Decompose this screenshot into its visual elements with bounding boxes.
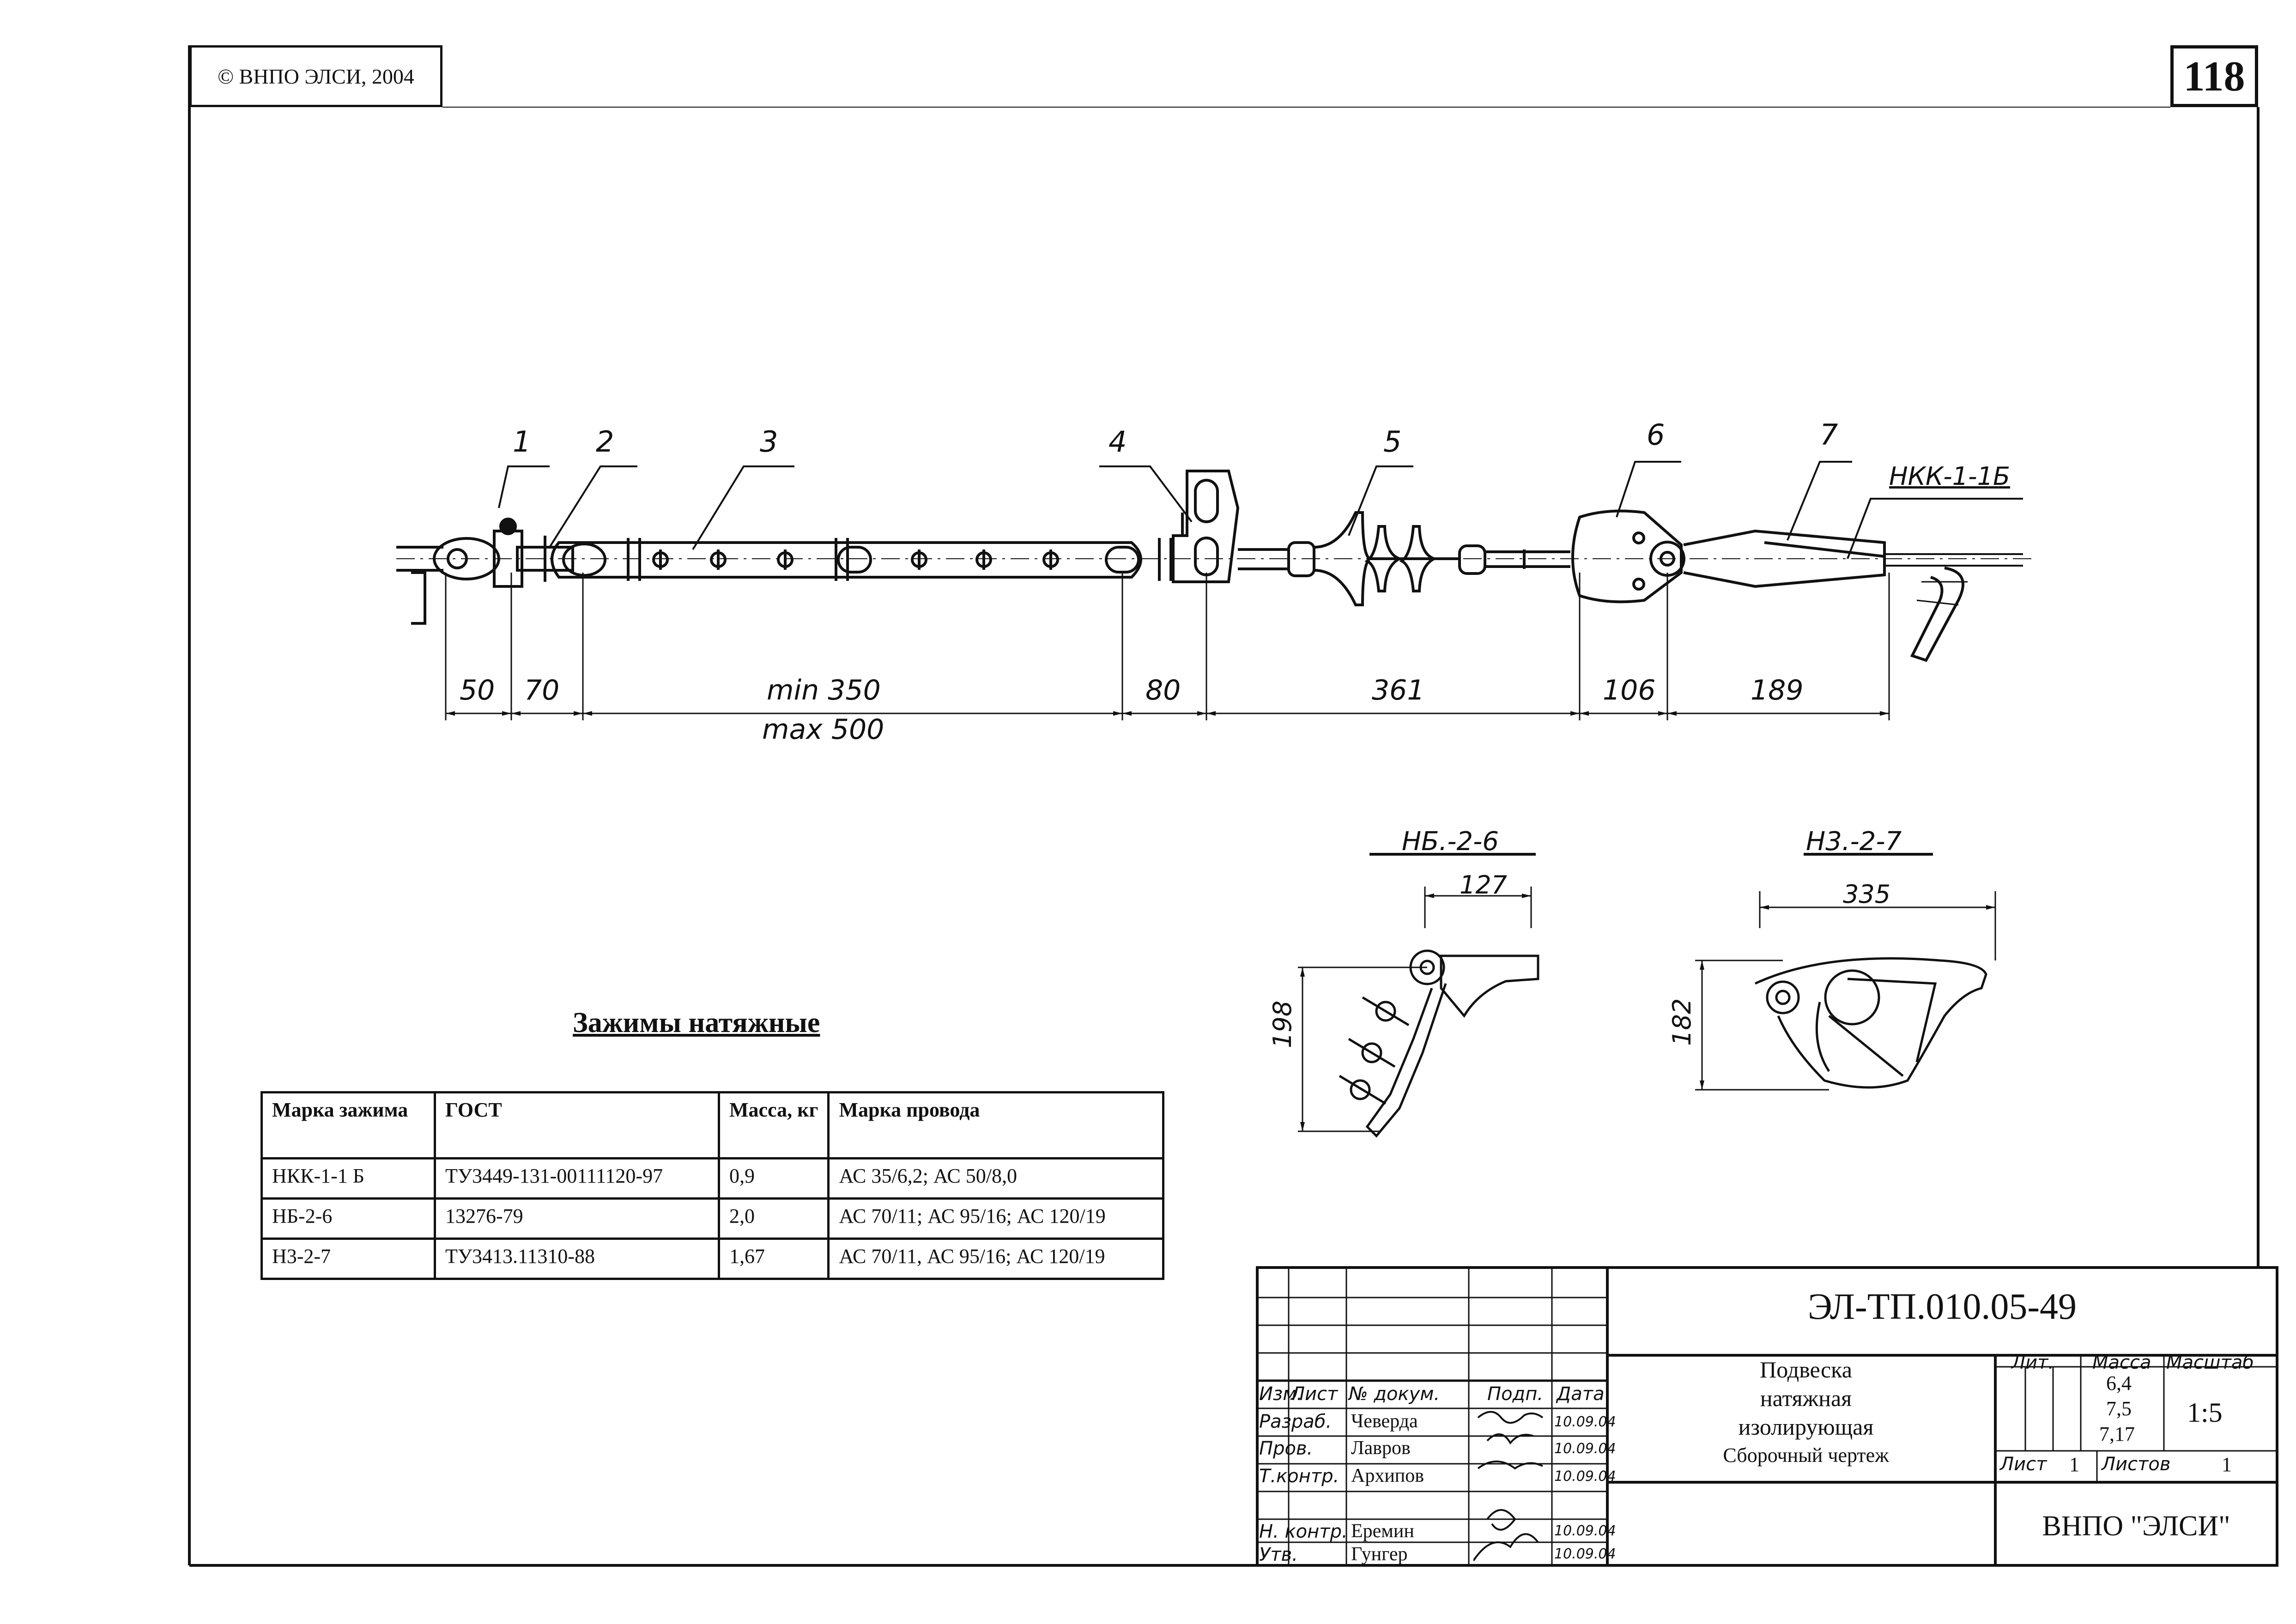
part-leaders [498, 461, 2023, 559]
part-4-double-plate [1172, 470, 1240, 583]
detail-nb-height: 198 [1268, 1000, 1297, 1048]
cell-gost: 13276-79 [434, 1197, 720, 1240]
detail-nz-height: 182 [1667, 998, 1696, 1046]
document-code: ЭЛ-ТП.010.05-49 [1808, 1286, 2077, 1327]
detail-nb-label: НБ.-2-6 [1402, 827, 1499, 857]
detail-nz-width: 335 [1843, 880, 1891, 909]
clamps-table: Марка зажима ГОСТ Масса, кг Марка провод… [260, 1091, 1165, 1280]
col-header-wire: Марка провода [827, 1091, 1165, 1159]
part-label-5: 5 [1383, 425, 1402, 459]
tb-scale-label: Масштаб [2166, 1352, 2254, 1373]
cell-clamp-type: НКК-1-1 Б [260, 1157, 436, 1200]
clamps-table-title: Зажимы натяжные [573, 1007, 820, 1038]
tb-mass-2: 7,5 [2106, 1397, 2132, 1420]
detail-nz-label: Н3.-2-7 [1806, 827, 1902, 857]
detail-nb-width: 127 [1460, 870, 1508, 900]
tb-role-tkontr: Т.контр. [1259, 1466, 1339, 1487]
tb-mass-3: 7,17 [2099, 1423, 2135, 1445]
col-header-gost: ГОСТ [434, 1091, 720, 1159]
tb-date-nkontr: 10.09.04 [1554, 1523, 1616, 1539]
dim-min: min 350 [767, 674, 881, 706]
title-line-4: Сборочный чертеж [1723, 1444, 1889, 1467]
cell-gost: ТУ3449-131-00111120-97 [434, 1157, 720, 1200]
table-row: НБ-2-6 13276-79 2,0 АС 70/11; АС 95/16; … [260, 1197, 1165, 1240]
cell-clamp-type: НБ-2-6 [260, 1197, 436, 1240]
dim-max: max 500 [762, 713, 884, 746]
tb-name-tkontr: Архипов [1351, 1465, 1424, 1486]
part-3-adjusting-plate [551, 538, 1172, 581]
part-label-1: 1 [513, 425, 531, 459]
cell-wire: АС 70/11, АС 95/16; АС 120/19 [827, 1238, 1165, 1280]
part-label-6: 6 [1647, 418, 1665, 452]
tb-date-tkontr: 10.09.04 [1554, 1468, 1616, 1485]
part-label-2: 2 [596, 425, 614, 459]
tb-name-nkontr: Еремин [1351, 1521, 1414, 1542]
tb-role-razrab: Разраб. [1259, 1411, 1332, 1432]
detail-nz-drawing [1695, 853, 1996, 1091]
table-row: Н3-2-7 ТУ3413.11310-88 1,67 АС 70/11, АС… [260, 1238, 1165, 1280]
tb-name-prov: Лавров [1351, 1437, 1411, 1459]
dim-70: 70 [524, 674, 560, 706]
tb-header-list: Лист [1291, 1383, 1338, 1405]
part-label-7: 7 [1820, 418, 1838, 452]
tb-name-razrab: Чеверда [1351, 1411, 1418, 1432]
cell-gost: ТУ3413.11310-88 [434, 1238, 720, 1280]
col-header-clamp-type: Марка зажима [260, 1091, 436, 1159]
tb-date-prov: 10.09.04 [1554, 1441, 1616, 1457]
part-7-wedge-clamp [1683, 529, 2023, 662]
col-header-mass: Масса, кг [717, 1091, 830, 1159]
tb-sheet-value: 1 [2069, 1453, 2079, 1476]
table-row: НКК-1-1 Б ТУ3449-131-00111120-97 0,9 АС … [260, 1157, 1165, 1200]
tb-date-utv: 10.09.04 [1554, 1546, 1616, 1562]
tb-sheet-label: Лист [2000, 1454, 2047, 1475]
tb-header-doc: № докум. [1349, 1383, 1440, 1405]
dim-361: 361 [1372, 674, 1425, 706]
tb-lit-label: Лит. [2011, 1352, 2054, 1373]
part-5-insulator [1238, 511, 1570, 606]
cell-wire: АС 70/11; АС 95/16; АС 120/19 [827, 1197, 1165, 1240]
tb-role-utv: Утв. [1259, 1544, 1298, 1565]
tb-date-razrab: 10.09.04 [1554, 1414, 1616, 1430]
part-1-shackle [433, 518, 523, 588]
main-dimensions [445, 573, 1890, 720]
title-block-grid [1257, 1268, 1607, 1565]
tb-sheets-value: 1 [2222, 1453, 2232, 1476]
dim-106: 106 [1603, 674, 1656, 706]
title-line-2: натяжная [1760, 1385, 1852, 1411]
detail-nb-drawing [1298, 853, 1539, 1138]
dim-189: 189 [1751, 674, 1804, 706]
dim-80: 80 [1145, 674, 1181, 706]
title-line-3: изолирующая [1738, 1414, 1874, 1440]
cell-mass: 1,67 [717, 1238, 830, 1280]
cell-wire: АС 35/6,2; АС 50/8,0 [827, 1157, 1165, 1200]
sheet-number: 118 [2170, 45, 2258, 107]
wire-label: НКК-1-1Б [1889, 462, 2011, 491]
part-label-4: 4 [1109, 425, 1127, 459]
tb-mass-label: Масса [2092, 1352, 2151, 1373]
cell-clamp-type: Н3-2-7 [260, 1238, 436, 1280]
signatures-scribble [1473, 1411, 1544, 1562]
organization-name: ВНПО "ЭЛСИ" [2042, 1510, 2230, 1542]
tb-mass-1: 6,4 [2106, 1372, 2132, 1395]
title-line-1: Подвеска [1760, 1357, 1852, 1383]
main-assembly-drawing [396, 470, 2032, 662]
part-label-3: 3 [760, 425, 778, 459]
tb-role-prov: Пров. [1259, 1438, 1313, 1459]
cell-mass: 2,0 [717, 1197, 830, 1240]
tb-scale-value: 1:5 [2187, 1397, 2223, 1428]
copyright-box: © ВНПО ЭЛСИ, 2004 [189, 45, 442, 107]
tb-name-utv: Гунгер [1351, 1544, 1408, 1565]
tb-sheets-label: Листов [2102, 1454, 2171, 1475]
tb-header-izm: Изм. [1259, 1383, 1303, 1405]
document-title: Подвеска натяжная изолирующая Сборочный … [1607, 1355, 2005, 1475]
tb-role-nkontr: Н. контр. [1259, 1521, 1348, 1542]
dim-50: 50 [460, 674, 495, 706]
clamps-table-header: Марка зажима ГОСТ Масса, кг Марка провод… [260, 1091, 1165, 1159]
title-block-frame [1256, 1266, 2278, 1567]
cell-mass: 0,9 [717, 1157, 830, 1200]
tb-header-sign: Подп. [1487, 1383, 1544, 1405]
tb-header-date: Дата [1557, 1383, 1605, 1405]
